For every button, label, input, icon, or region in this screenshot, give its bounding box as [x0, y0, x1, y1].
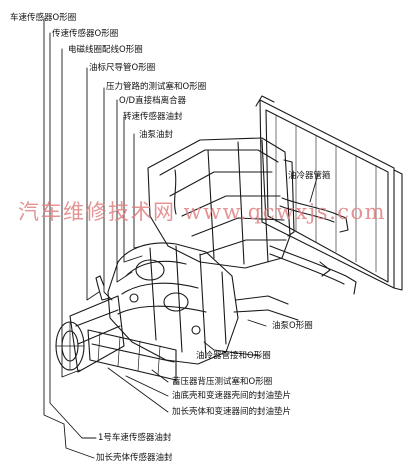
label-dipstick-tube-oring: 油标尺导管O形圈	[89, 63, 156, 73]
label-od-clutch: O/D直接档离合器	[119, 96, 187, 106]
label-extension-gasket: 加长壳体和变速器间的封油垫片	[172, 407, 292, 417]
transmission-drawing	[107, 242, 299, 365]
label-vss1-seal: 1号车速传感器油封	[98, 433, 172, 443]
engine-block-drawing	[147, 137, 295, 269]
label-ext-sensor-seal: 加长壳体传感器油封	[96, 453, 173, 463]
label-speed-sensor-seal: 转速传感器油封	[123, 112, 183, 122]
label-pressure-plug-oring: 压力管路的测试塞和O形圈	[106, 82, 207, 92]
label-vss-oring: 车速传感器O形圈	[10, 13, 77, 23]
label-cooler-line: 油冷器管箍	[288, 171, 331, 181]
label-speed-sensor-oring: 传速传感器O形圈	[52, 29, 119, 39]
label-pump-oring: 油泵O形圈	[272, 321, 313, 331]
dipstick-tube-drawing	[95, 275, 111, 301]
cooler-hoses-drawing	[269, 197, 357, 295]
label-oilpan-gasket: 油底壳和变速器壳间的封油垫片	[172, 391, 292, 401]
label-solenoid-wire-oring: 电磁线圈配线O形圈	[68, 45, 143, 55]
watermark: 汽车维修技术网 www.qcwxjs.com	[18, 200, 387, 224]
label-cooler-fitting-oring: 油冷器管接和O形圈	[196, 351, 271, 361]
label-pump-seal: 油泵油封	[139, 130, 174, 140]
leader-lines	[43, 18, 319, 459]
extension-housing-drawing	[55, 295, 125, 373]
label-accumulator-plug-oring: 蓄压器背压测试塞和O形圈	[172, 377, 273, 387]
oil-pan-drawing	[87, 329, 177, 381]
radiator-drawing	[255, 95, 403, 291]
